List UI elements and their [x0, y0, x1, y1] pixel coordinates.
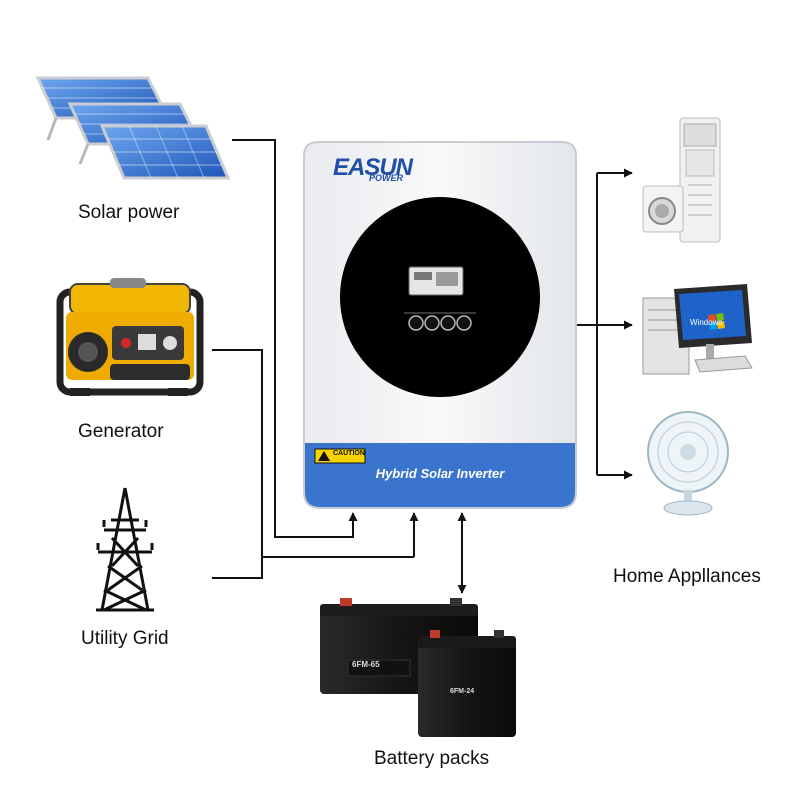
pc-os-text: Windows: [690, 318, 723, 327]
generator-label: Generator: [78, 421, 164, 442]
generator-line: [212, 349, 414, 558]
battery-label-1: 6FM-65: [352, 660, 380, 669]
battery-packs-label: Battery packs: [374, 748, 490, 769]
hybrid-inverter: [303, 141, 577, 509]
inverter-name: Hybrid Solar Inverter: [375, 466, 505, 481]
utility-pylon-icon: [96, 487, 154, 612]
home-appliances-label: Home Appllances: [613, 566, 761, 587]
brand-main: EASUN: [333, 154, 413, 181]
battery-label-2: 6FM-24: [450, 688, 475, 695]
generator-icon: [56, 278, 204, 396]
grid-line: [212, 557, 263, 579]
utility-grid-label: Utility Grid: [81, 628, 169, 649]
connection-lines: [212, 139, 633, 594]
control-buttons: [408, 315, 472, 331]
brand-logo: EASUN POWER: [333, 154, 413, 186]
caution-text: CAUTION: [333, 450, 365, 457]
inverter-display-disc: [340, 197, 540, 397]
solar-panels-icon: [35, 76, 231, 180]
solar-line: [232, 139, 358, 538]
brand-sub: POWER: [369, 173, 404, 183]
solar-power-label: Solar power: [78, 202, 180, 223]
